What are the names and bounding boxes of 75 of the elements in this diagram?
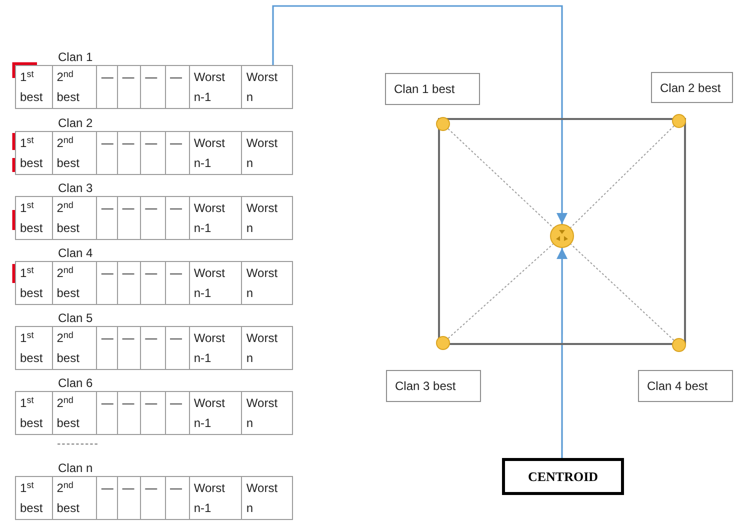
- table-cell: —: [97, 327, 118, 369]
- table-cell: Worst n-1: [190, 132, 242, 174]
- table-cell: —: [97, 477, 118, 519]
- table-cell: —: [97, 197, 118, 239]
- table-cell: Worst n-1: [190, 262, 242, 304]
- table-cell: —: [118, 262, 142, 304]
- table-cell: 2$^{nd}$ best: [52, 392, 98, 434]
- clan-heading: Clan 5: [58, 310, 93, 327]
- table-cell: Worst n-1: [190, 392, 242, 434]
- table-cell: 2$^{nd}$ best: [52, 197, 98, 239]
- table-cell-text: Worst n: [245, 480, 279, 517]
- table-cell: 2$^{nd}$ best: [52, 477, 98, 519]
- table-cell: —: [166, 197, 190, 239]
- table-cell: Worst n-1: [190, 66, 242, 108]
- clan-heading: Clan n: [58, 460, 93, 477]
- clan-heading: Clan 4: [58, 245, 93, 262]
- table-cell: 2$^{nd}$ best: [52, 262, 98, 304]
- table-cell: —: [97, 262, 118, 304]
- table-cell: —: [141, 132, 166, 174]
- table-cell-text: Worst n: [245, 200, 279, 237]
- table-cell: —: [118, 392, 142, 434]
- table-cell: Worst n-1: [190, 327, 242, 369]
- table-cell: —: [141, 392, 166, 434]
- table-cell: 1$^{st}$ best: [16, 197, 53, 239]
- clan-heading: Clan 3: [58, 180, 93, 197]
- table-cell: 2$^{nd}$ best: [52, 327, 98, 369]
- table-cell: —: [141, 327, 166, 369]
- label-box: Clan 3 best: [386, 370, 481, 402]
- table-cell: 1$^{st}$ best: [16, 477, 53, 519]
- label-box: Clan 1 best: [385, 73, 480, 105]
- table-cell: —: [166, 327, 190, 369]
- table-cell: —: [166, 392, 190, 434]
- table-cell: —: [141, 197, 166, 239]
- table-cell: 1$^{st}$ best: [16, 262, 53, 304]
- table-cell: —: [118, 66, 142, 108]
- table-cell: —: [141, 262, 166, 304]
- table-cell: —: [166, 66, 190, 108]
- table-cell: Worst n-1: [190, 477, 242, 519]
- table-cell: 1$^{st}$ best: [16, 66, 53, 108]
- table-cell: 1$^{st}$ best: [16, 392, 53, 434]
- table-cell: Worst n-1: [190, 197, 242, 239]
- connector-line: [570, 244, 674, 341]
- table-cell: 1$^{st}$ best: [16, 327, 53, 369]
- separator-text: ---------: [57, 437, 99, 452]
- table-cell: 1$^{st}$ best: [16, 132, 53, 174]
- arrow: [556, 248, 568, 458]
- arrow: [272, 5, 568, 224]
- connector-line: [448, 128, 554, 228]
- clan-heading: Clan 2: [58, 115, 93, 132]
- table-cell-text: Worst n: [245, 395, 279, 432]
- table-cell: 2$^{nd}$ best: [52, 66, 98, 108]
- connector-line: [570, 125, 674, 228]
- label-box: CENTROID: [502, 458, 624, 495]
- label-box: Clan 2 best: [651, 72, 733, 103]
- table-cell: —: [141, 66, 166, 108]
- clan-heading: Clan 6: [58, 375, 93, 392]
- table-cell-text: Worst n: [245, 330, 279, 367]
- table-cell: —: [166, 132, 190, 174]
- clan-heading: Clan 1: [58, 49, 93, 66]
- table-cell: 2$^{nd}$ best: [52, 132, 98, 174]
- table-cell: —: [97, 66, 118, 108]
- label-box: Clan 4 best: [638, 370, 733, 402]
- table-cell: —: [166, 262, 190, 304]
- table-cell-text: Worst n: [245, 69, 279, 106]
- table-cell: —: [97, 132, 118, 174]
- table-cell: —: [118, 197, 142, 239]
- table-cell: —: [118, 327, 142, 369]
- table-cell-text: Worst n: [245, 265, 279, 302]
- connector-line: [448, 244, 554, 339]
- table-cell: —: [118, 132, 142, 174]
- table-cell-text: Worst n: [245, 135, 279, 172]
- table-cell: —: [118, 477, 142, 519]
- table-cell: —: [97, 392, 118, 434]
- table-cell: —: [166, 477, 190, 519]
- table-cell: —: [141, 477, 166, 519]
